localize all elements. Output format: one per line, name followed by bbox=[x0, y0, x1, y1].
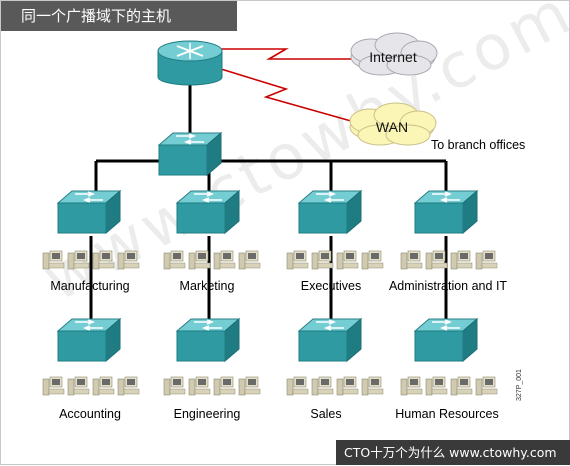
dept-label-human-resources: Human Resources bbox=[395, 407, 499, 421]
dept-label-administration: Administration and IT bbox=[389, 279, 507, 293]
pc-group-administration bbox=[400, 250, 498, 270]
switch-icon-accounting bbox=[57, 318, 121, 362]
footer-credit: CTO十万个为什么 www.ctowhy.com bbox=[336, 440, 570, 465]
core-switch-icon bbox=[158, 132, 222, 176]
pc-group-marketing bbox=[163, 250, 261, 270]
dept-label-manufacturing: Manufacturing bbox=[50, 279, 129, 293]
switch-icon-human-resources bbox=[414, 318, 478, 362]
switch-icon-executives bbox=[298, 190, 362, 234]
pc-group-accounting bbox=[42, 376, 140, 396]
switch-icon-administration bbox=[414, 190, 478, 234]
page-title: 同一个广播域下的主机 bbox=[1, 1, 237, 31]
switch-icon-marketing bbox=[176, 190, 240, 234]
pc-group-executives bbox=[286, 250, 384, 270]
internet-label: Internet bbox=[369, 49, 417, 65]
switch-icon-sales bbox=[298, 318, 362, 362]
dept-label-executives: Executives bbox=[301, 279, 361, 293]
pc-group-human-resources bbox=[400, 376, 498, 396]
wan-links bbox=[220, 48, 352, 122]
figure-code: 327P_001 bbox=[516, 369, 523, 401]
pc-group-engineering bbox=[163, 376, 261, 396]
pc-group-sales bbox=[286, 376, 384, 396]
dept-label-engineering: Engineering bbox=[174, 407, 241, 421]
network-links bbox=[89, 83, 448, 319]
wan-note: To branch offices bbox=[431, 138, 525, 152]
router-icon bbox=[157, 40, 223, 86]
switch-icon-engineering bbox=[176, 318, 240, 362]
dept-label-marketing: Marketing bbox=[180, 279, 235, 293]
switch-icon-manufacturing bbox=[57, 190, 121, 234]
wan-label: WAN bbox=[376, 119, 408, 135]
dept-label-sales: Sales bbox=[310, 407, 341, 421]
dept-label-accounting: Accounting bbox=[59, 407, 121, 421]
